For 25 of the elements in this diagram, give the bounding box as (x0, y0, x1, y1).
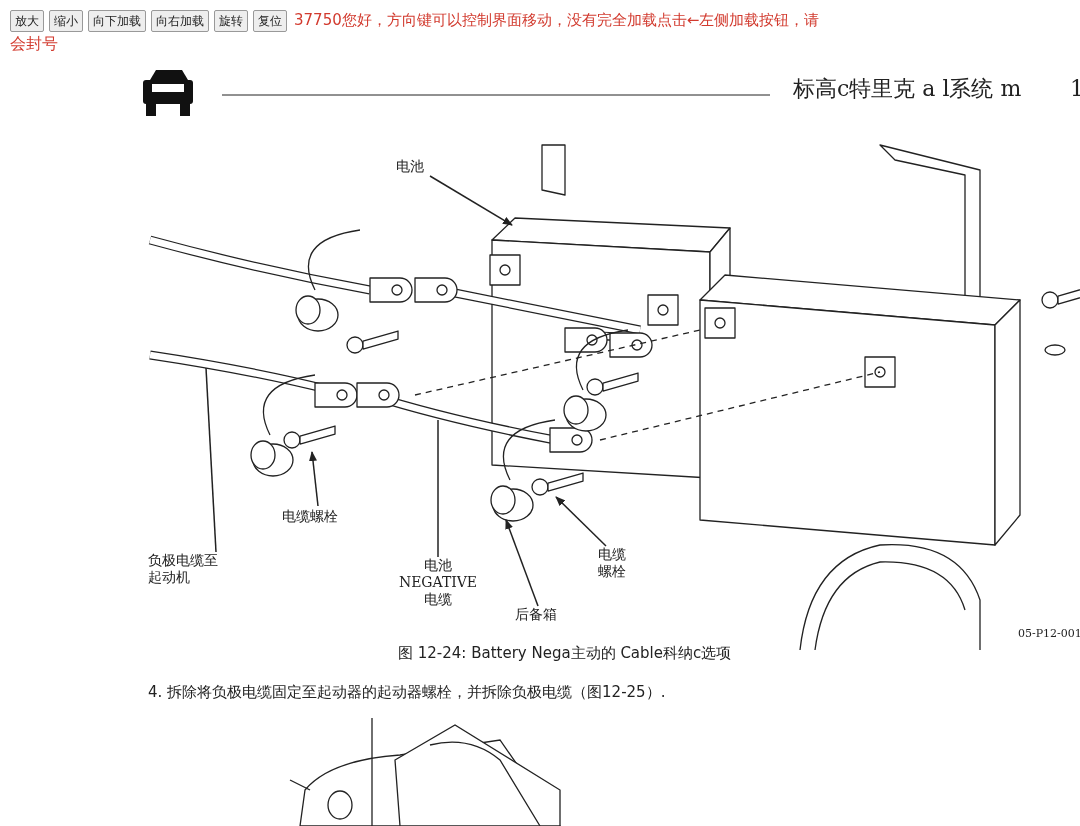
leader-line (429, 175, 513, 226)
notice-text: 37750您好，方向键可以控制界面移动，没有完全加载点击←左侧加载按钮，请 (294, 11, 820, 29)
toolbar-button: 向右加载 (151, 10, 209, 32)
figure-caption: 图 12-24: Battery Nega主动的 Cable科纳c选项 (398, 645, 732, 662)
toolbar-button: 旋转 (214, 10, 248, 32)
callout-label: 电缆螺栓 (282, 508, 352, 525)
leader-line (555, 496, 607, 547)
callout-label: 负极电缆至起动机 (148, 552, 220, 586)
notice-text: 会封号 (10, 34, 58, 54)
callout-label: 电池 NEGATIVE 电缆 (396, 557, 480, 608)
callout-label: 后备箱 (515, 606, 571, 623)
callout-label: 电池 (396, 158, 436, 175)
leader-line (309, 451, 319, 507)
leader-line (437, 419, 439, 558)
toolbar-button: 向下加载 (88, 10, 146, 32)
page-number: 1 (1070, 76, 1080, 103)
figure-code: 05-P12-001 (1018, 627, 1080, 641)
leader-line (505, 519, 539, 607)
toolbar-button: 放大 (10, 10, 44, 32)
toolbar-button: 缩小 (49, 10, 83, 32)
toolbar-button: 复位 (253, 10, 287, 32)
leader-line (205, 367, 217, 553)
step-text: 4. 拆除将负极电缆固定至起动器的起动器螺栓，并拆除负极电缆（图12-25）. (148, 683, 666, 701)
header-title: 标高c特里克 a l系统 m (793, 76, 1022, 103)
callout-label: 电缆螺栓 (598, 546, 632, 580)
